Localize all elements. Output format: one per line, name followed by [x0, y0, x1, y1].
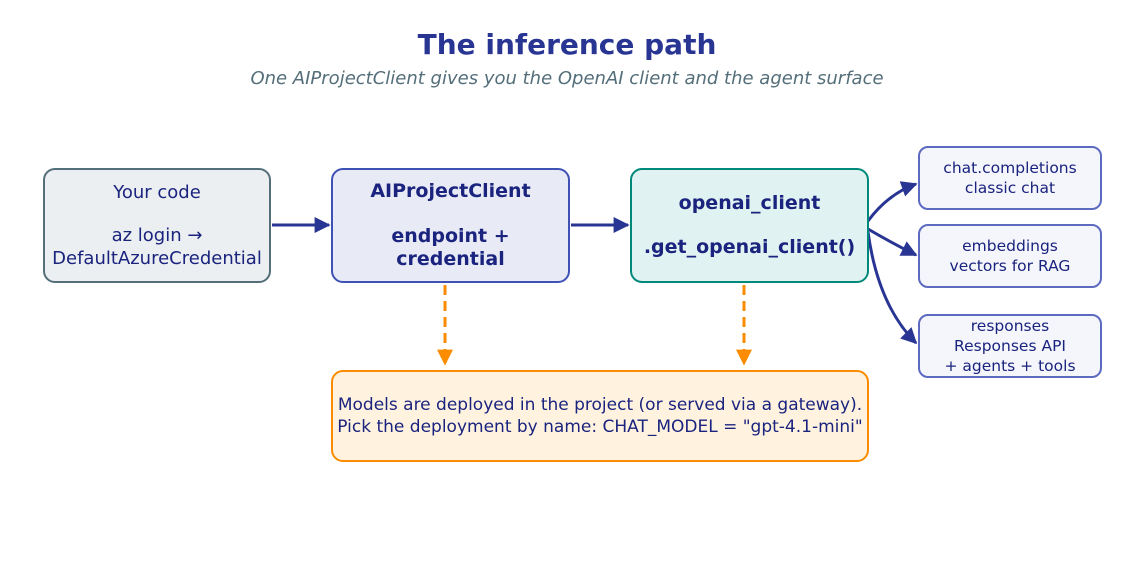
arrow-openai-to-responses — [866, 231, 918, 345]
node-embeddings-title: embeddings — [962, 237, 1058, 255]
node-openai-client-method: .get_openai_client() — [643, 236, 856, 259]
node-aiprojectclient-title: AIProjectClient — [370, 180, 531, 203]
node-embeddings-desc: vectors for RAG — [949, 257, 1071, 275]
arrow-openai-to-embeddings — [867, 227, 918, 257]
node-your-code-credential: DefaultAzureCredential — [52, 248, 262, 270]
node-responses-extra: + agents + tools — [944, 357, 1076, 375]
node-your-code: Your code az login → DefaultAzureCredent… — [43, 168, 271, 283]
node-your-code-title: Your code — [113, 181, 201, 203]
node-aiprojectclient-endpoint: endpoint + — [391, 224, 510, 247]
node-aiprojectclient: AIProjectClient endpoint + credential — [331, 168, 570, 283]
node-responses: responses Responses API + agents + tools — [918, 314, 1102, 378]
node-openai-client-title: openai_client — [678, 191, 821, 214]
diagram-title: The inference path — [417, 28, 717, 61]
node-openai-client: openai_client .get_openai_client() — [630, 168, 869, 283]
node-aiprojectclient-credential: credential — [396, 247, 505, 270]
node-responses-title: responses — [970, 317, 1050, 335]
node-chat-completions-desc: classic chat — [964, 179, 1056, 197]
node-model-deployments-line2: Pick the deployment by name: CHAT_MODEL … — [337, 417, 863, 437]
arrow-openai-to-chat — [866, 181, 918, 222]
diagram-subtitle: One AIProjectClient gives you the OpenAI… — [250, 68, 884, 89]
node-embeddings: embeddings vectors for RAG — [918, 224, 1102, 288]
node-your-code-login: az login → — [111, 225, 203, 247]
node-model-deployments: Models are deployed in the project (or s… — [331, 370, 869, 462]
node-model-deployments-line1: Models are deployed in the project (or s… — [337, 395, 863, 415]
node-responses-desc: Responses API — [954, 337, 1066, 355]
node-chat-completions: chat.completions classic chat — [918, 146, 1102, 210]
node-chat-completions-title: chat.completions — [943, 159, 1077, 177]
